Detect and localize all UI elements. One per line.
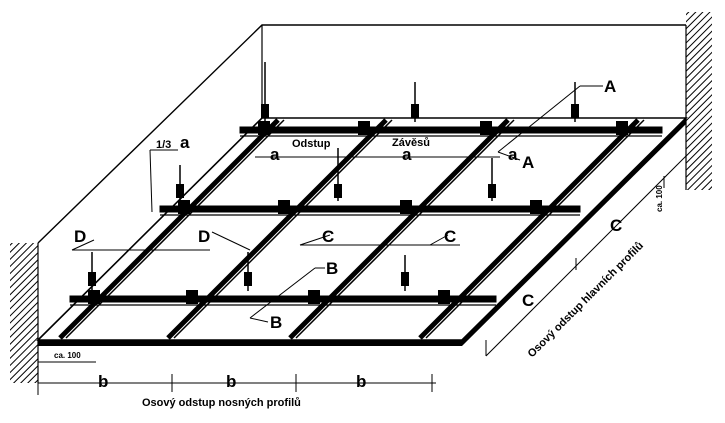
label-a-third: a [180,133,190,152]
label-odstup: Odstup [292,138,331,150]
connector [616,121,628,135]
label-bearing-spacing: Osový odstup nosných profilů [142,397,301,409]
connector [400,200,412,214]
connectors [88,121,628,304]
connector [530,200,542,214]
label-b-3: b [356,372,366,391]
label-b-1: b [98,372,108,391]
connector [278,200,290,214]
connector [358,121,370,135]
main-profiles [69,126,663,306]
label-ca-right: ca. 100 [655,185,664,212]
label-C-left: C [322,227,334,246]
label-A-mid: A [522,153,534,172]
label-C-right: C [444,227,456,246]
connector [438,290,450,304]
connector [88,290,100,304]
label-zavesu: Závěsů [392,137,430,149]
main-profile [239,126,663,137]
label-a-left: a [270,145,280,164]
label-fraction: 1/3 [156,139,171,151]
label-D-left: D [74,227,86,246]
connector [178,200,190,214]
ceiling-board-side [462,118,686,346]
label-D-right: D [198,227,210,246]
dimension-lines [37,85,687,395]
label-a-right: a [508,145,518,164]
main-profile [159,205,581,216]
ceiling-board-edge [38,340,462,346]
label-ca-bottom: ca. 100 [54,351,81,360]
label-B-lower: B [270,313,282,332]
label-A-top: A [604,77,616,96]
connector [308,290,320,304]
main-profile [69,295,497,306]
label-C-side-lower: C [522,291,534,310]
wall-left-hatch [10,243,38,383]
connector [480,121,492,135]
ceiling-board [36,117,688,341]
wall-right-hatch [686,12,712,190]
hanger-clips [88,104,579,286]
connector [186,290,198,304]
label-B-upper: B [326,259,338,278]
label-a-center: a [402,145,412,164]
connector [258,121,270,135]
label-b-2: b [226,372,236,391]
label-C-side-upper: C [610,216,622,235]
